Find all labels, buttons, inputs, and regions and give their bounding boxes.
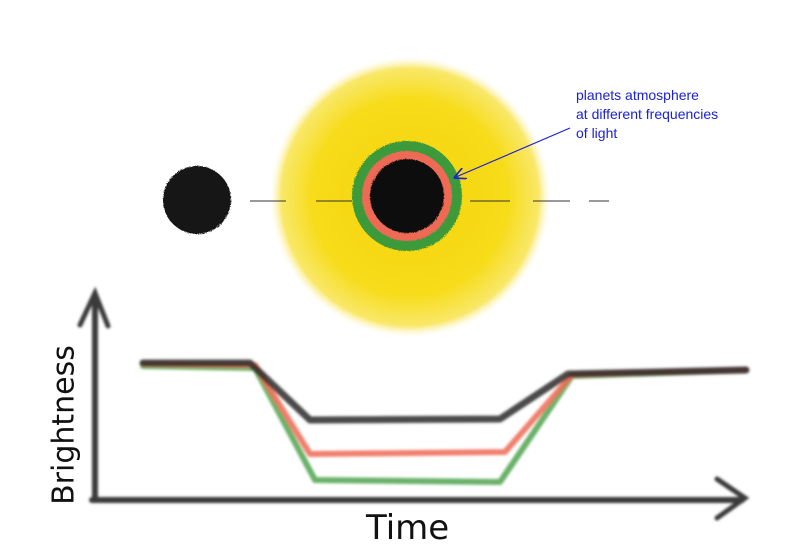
axes [77, 286, 750, 521]
planet-in-transit [352, 141, 462, 251]
x-axis-arrowhead [714, 476, 750, 521]
annotation-line-3: of light [576, 125, 618, 141]
x-axis-label: Time [366, 508, 450, 548]
annotation-line-2: at different frequencies [576, 106, 719, 122]
light-curves [139, 359, 750, 485]
annotation-line-1: planets atmosphere [576, 87, 699, 103]
planet-disk [370, 159, 444, 233]
y-axis-arrowhead [77, 286, 111, 329]
light-curve-green [140, 363, 749, 485]
annotation-arrow [456, 127, 571, 177]
y-axis-label: Brightness [46, 345, 82, 505]
light-curve-black [139, 359, 750, 424]
light-curve-red [140, 361, 749, 457]
atmosphere-annotation: planets atmosphere at different frequenc… [576, 86, 718, 143]
planet-before-transit [163, 166, 231, 234]
